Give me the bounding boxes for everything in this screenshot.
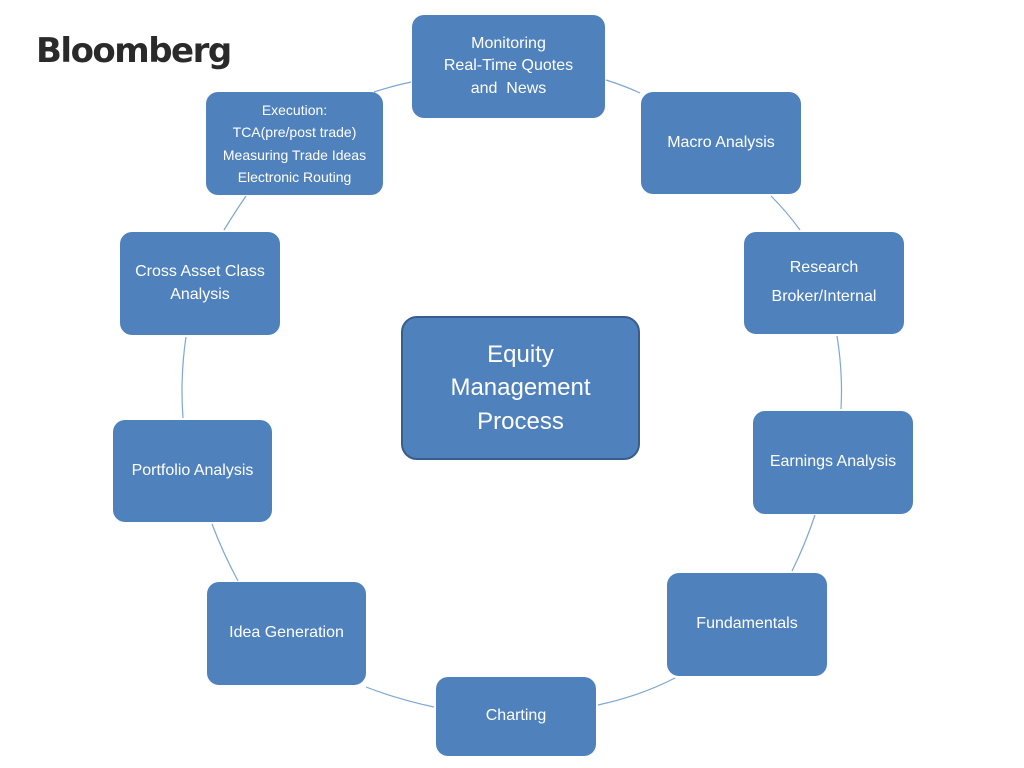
- connector-research-earnings: [836, 335, 843, 410]
- center-line-1: Equity: [487, 340, 554, 368]
- node-macro-analysis: Macro Analysis: [641, 92, 801, 194]
- node-portfolio-analysis: Portfolio Analysis: [113, 420, 272, 522]
- node-execution: Execution: TCA(pre/post trade) Measuring…: [206, 92, 383, 195]
- connector-macro-research: [770, 195, 801, 231]
- node-research-line-2: Broker/Internal: [771, 288, 877, 305]
- center-line-3: Process: [477, 407, 564, 435]
- node-charting-line-1: Charting: [485, 707, 547, 725]
- connector-monitoring-macro: [605, 79, 641, 94]
- node-fundamentals: Fundamentals: [667, 573, 827, 676]
- node-execution-line-3: Measuring Trade Ideas: [222, 146, 367, 163]
- node-monitoring: Monitoring Real-Time Quotes and News: [412, 15, 605, 118]
- connector-earnings-fundamentals: [791, 514, 816, 572]
- node-earnings-analysis: Earnings Analysis: [753, 411, 913, 514]
- node-earnings-line-1: Earnings Analysis: [769, 453, 897, 471]
- connector-idea-portfolio: [211, 523, 239, 582]
- node-cross-asset-class: Cross Asset Class Analysis: [120, 232, 280, 335]
- node-fundamentals-line-1: Fundamentals: [696, 615, 798, 633]
- node-research-line-1: Research: [789, 259, 859, 277]
- node-idea-generation: Idea Generation: [207, 582, 366, 685]
- node-monitoring-line-2: Real-Time Quotes: [443, 57, 574, 75]
- node-idea-line-1: Idea Generation: [229, 624, 344, 642]
- node-portfolio-line-1: Portfolio Analysis: [131, 461, 254, 479]
- node-monitoring-line-1: Monitoring: [471, 34, 546, 52]
- node-execution-line-1: Execution:: [261, 101, 328, 118]
- center-equity-management-process: Equity Management Process: [401, 316, 640, 460]
- node-cross-line-1: Cross Asset Class: [135, 263, 265, 281]
- connector-cross-execution: [223, 195, 247, 231]
- node-execution-line-4: Electronic Routing: [237, 168, 352, 185]
- node-execution-line-2: TCA(pre/post trade): [232, 124, 357, 141]
- node-charting: Charting: [436, 677, 596, 756]
- connector-charting-idea: [365, 686, 435, 708]
- node-macro-line-1: Macro Analysis: [667, 133, 775, 151]
- node-monitoring-line-3: and News: [470, 79, 547, 97]
- node-research: Research Broker/Internal: [744, 232, 904, 334]
- connector-portfolio-cross: [181, 336, 187, 419]
- node-cross-line-2: Analysis: [170, 285, 230, 303]
- connector-execution-monitoring: [373, 81, 412, 93]
- bloomberg-logo: Bloomberg: [36, 31, 232, 71]
- center-line-2: Management: [450, 374, 591, 402]
- connector-fundamentals-charting: [597, 677, 676, 706]
